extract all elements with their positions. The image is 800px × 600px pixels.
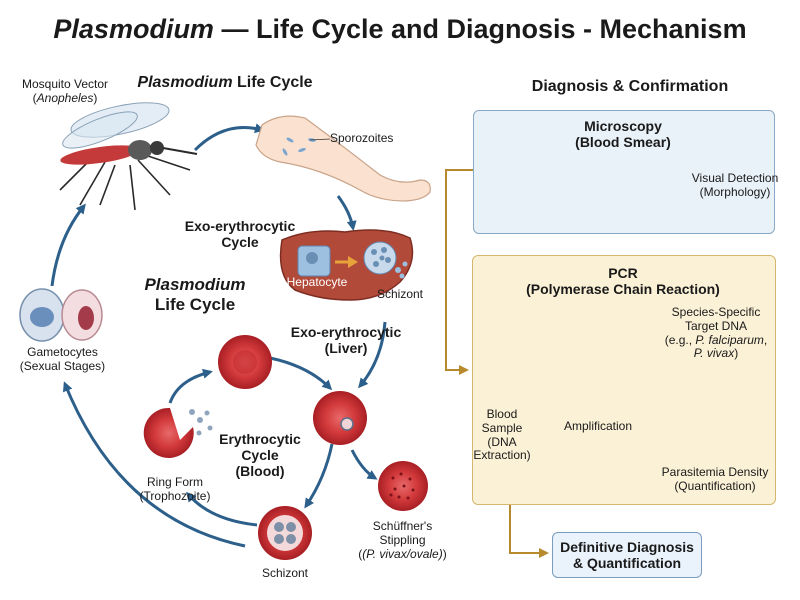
life-cycle-heading: Plasmodium Life Cycle <box>137 74 313 91</box>
blood-schizont-cell <box>258 506 312 560</box>
erythrocytic-cycle-label: Erythrocytic Cycle (Blood) <box>219 431 301 480</box>
ring-form-label: Ring Form (Trophozoite) <box>139 475 211 503</box>
page-title: Plasmodium — Life Cycle and Diagnosis - … <box>53 14 747 44</box>
arrow-to-gametocytes <box>62 381 246 548</box>
gametocyte-cells <box>19 288 103 342</box>
rbc-top <box>218 335 272 389</box>
arrow-ring-to-rbc-top <box>168 368 213 404</box>
ring-form-cell <box>143 407 213 458</box>
blood-sample-label: Blood Sample (DNA Extraction) <box>473 407 531 463</box>
exo-liver-label: Exo-erythrocytic (Liver) <box>290 324 402 357</box>
schuffner-stippling-cell <box>378 461 428 511</box>
arrow-rbc-right-to-stippling <box>350 449 378 480</box>
microscopy-title: Microscopy (Blood Smear) <box>575 118 671 151</box>
arrow-mosquito-to-arm <box>193 123 265 152</box>
visual-detection-label: Visual Detection (Morphology) <box>691 171 779 199</box>
cycle-arrows <box>50 123 387 548</box>
pcr-title: PCR (Polymerase Chain Reaction) <box>526 265 720 298</box>
hepatocyte-label: Hepatocyte <box>286 275 348 289</box>
parasitemia-density-label: Parasitemia Density (Quantification) <box>661 465 769 493</box>
arrow-gametocytes-to-mosquito <box>50 203 86 287</box>
arrow-liver-to-blood <box>358 321 387 389</box>
arrow-rbc-right-to-schizont <box>304 443 334 509</box>
pcr-panel <box>472 255 776 505</box>
mosquito-illustration <box>59 102 198 211</box>
mosquito-label: Mosquito Vector (Anopheles) <box>21 77 109 105</box>
definitive-diagnosis-box: Definitive Diagnosis & Quantification <box>552 532 702 578</box>
microscopy-panel <box>473 110 775 234</box>
arrow-arm-to-liver <box>336 195 357 231</box>
arm-illustration <box>255 115 431 202</box>
schuffner-label: Schüffner's Stippling ((P. vivax/ovale)) <box>358 519 447 561</box>
amplification-label: Amplification <box>563 419 633 433</box>
arrow-schizont-to-ring <box>186 491 258 527</box>
blood-schizont-label: Schizont <box>261 566 309 580</box>
sporozoites-label: Sporozoites <box>330 131 394 145</box>
gametocytes-label: Gametocytes (Sexual Stages) <box>19 345 106 373</box>
rbc-infected <box>313 391 367 445</box>
target-dna-label: Species-Specific Target DNA (e.g., P. fa… <box>664 305 768 361</box>
exo-cycle-label: Exo-erythrocytic Cycle <box>184 218 296 251</box>
liver-schizont-label: Schizont <box>376 287 424 301</box>
life-cycle-center-label: Plasmodium Life Cycle <box>144 275 246 314</box>
liver-illustration <box>279 229 414 301</box>
connector-micro-to-sample <box>445 169 473 375</box>
arrow-rbc-top-to-right <box>269 356 333 391</box>
diagnosis-heading: Diagnosis & Confirmation <box>531 78 729 95</box>
